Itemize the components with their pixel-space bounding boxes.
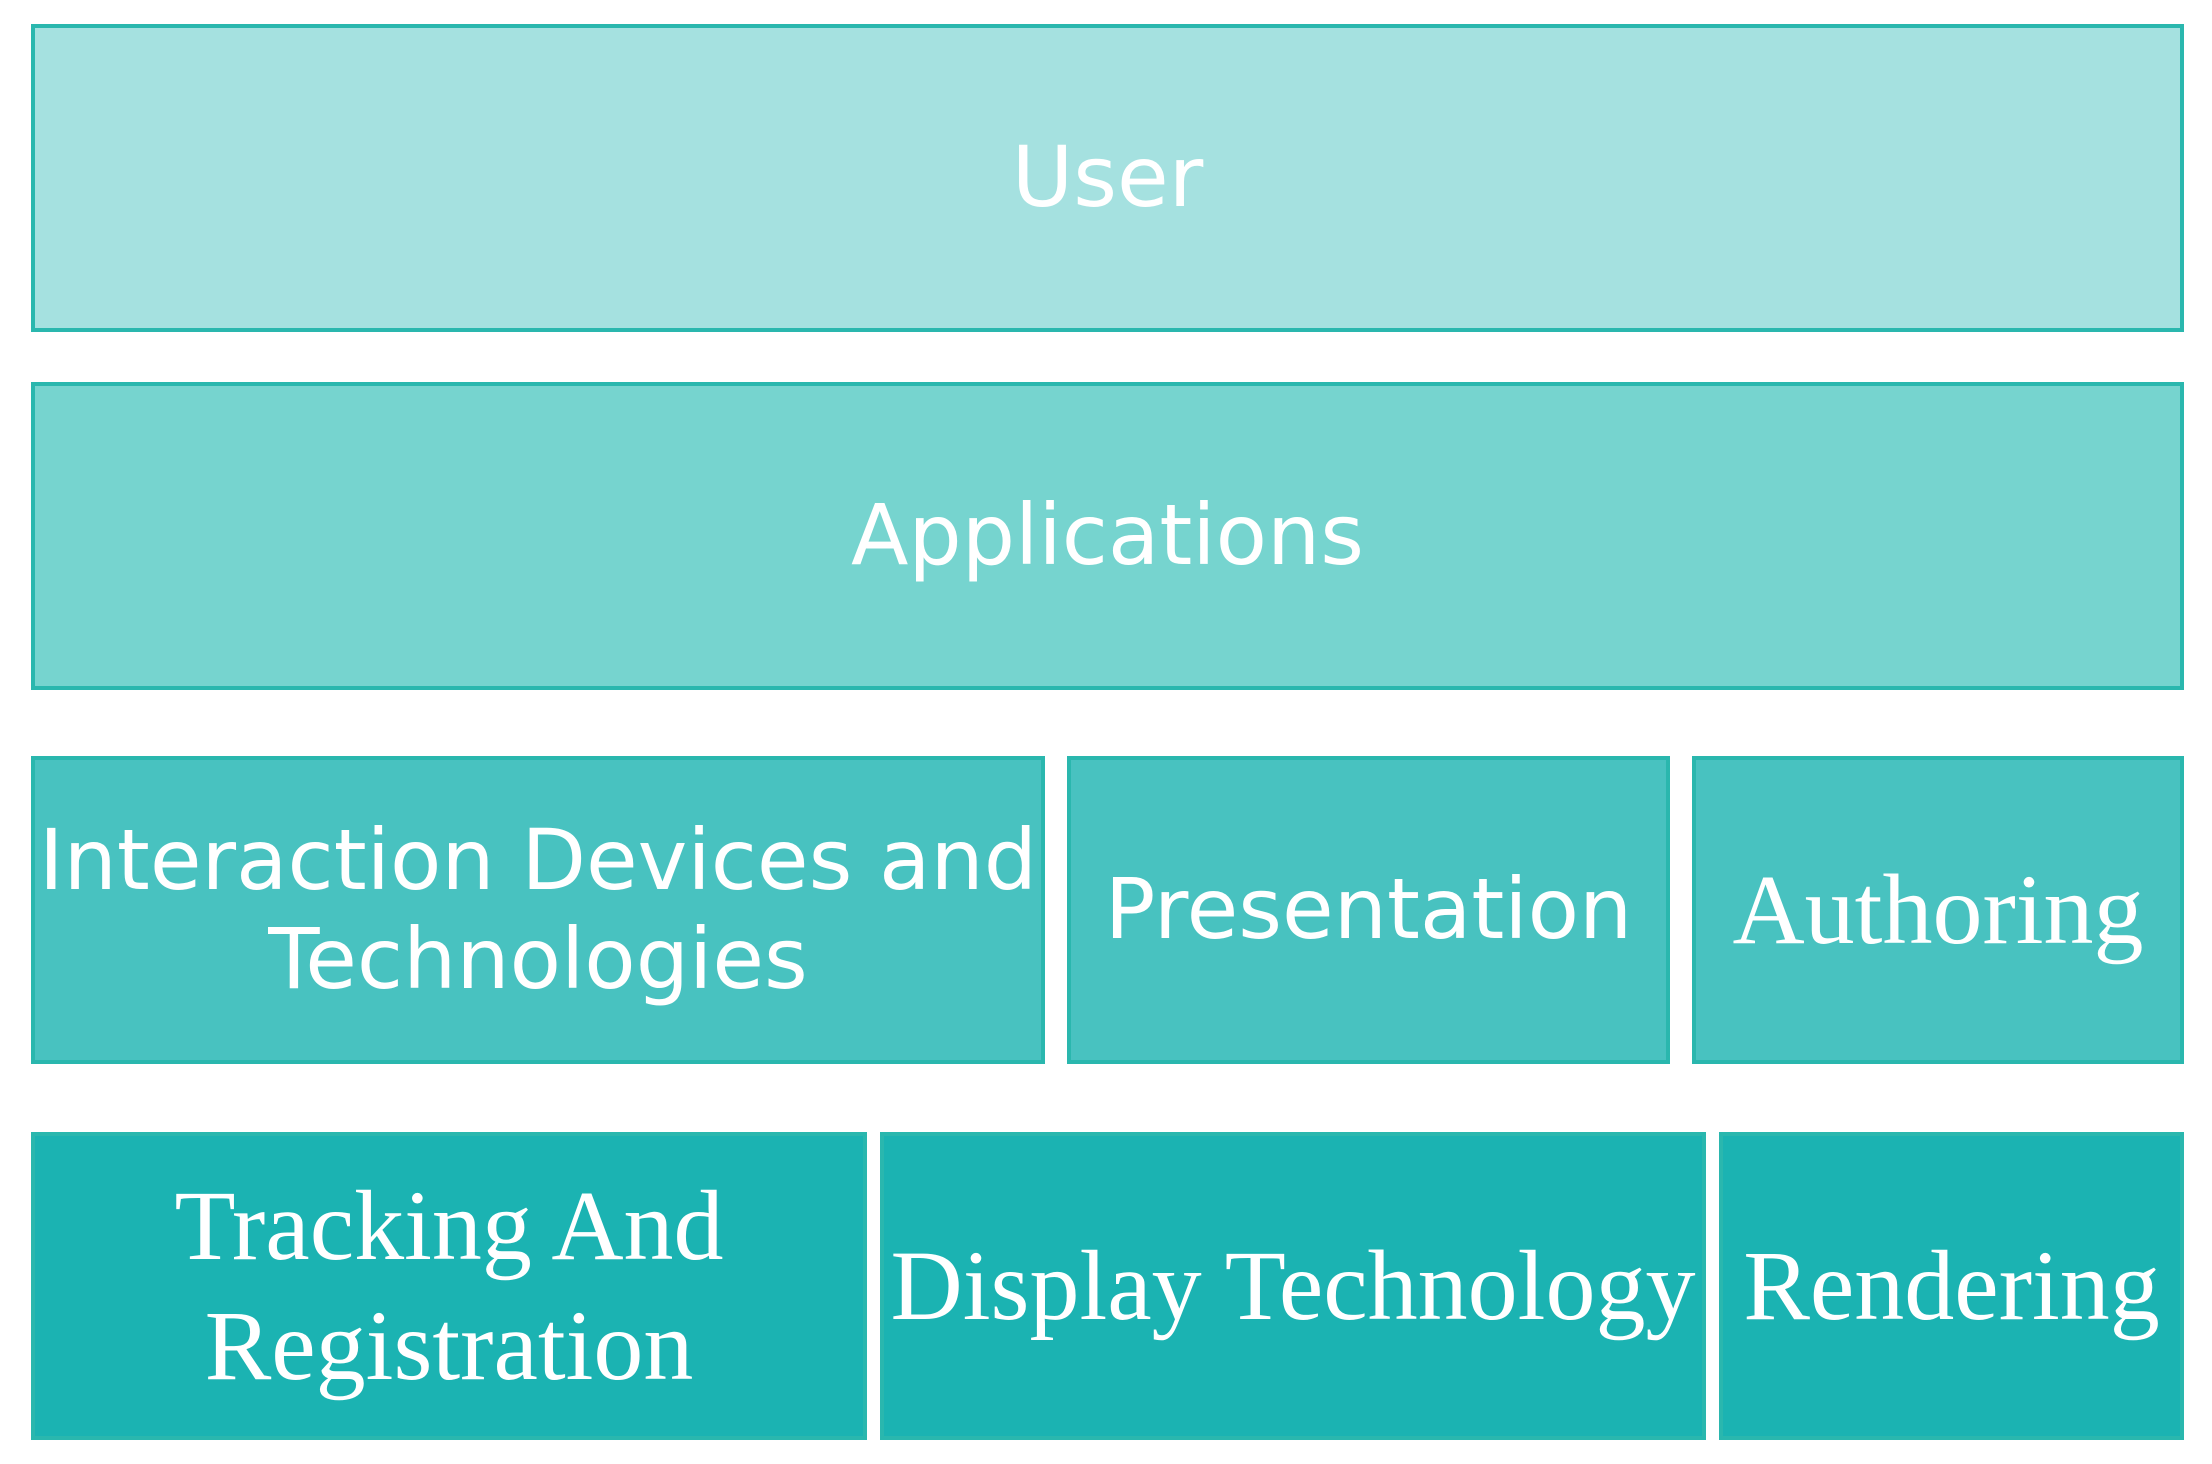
interaction-devices-box: Interaction Devices and Technologies bbox=[31, 756, 1045, 1064]
rendering-label: Rendering bbox=[1743, 1230, 2160, 1341]
tracking-registration-label: Tracking And Registration bbox=[174, 1170, 724, 1401]
user-layer-box: User bbox=[31, 24, 2184, 332]
display-technology-box: Display Technology bbox=[880, 1132, 1706, 1440]
display-technology-label: Display Technology bbox=[890, 1230, 1696, 1341]
user-label: User bbox=[1011, 128, 1204, 227]
applications-label: Applications bbox=[850, 486, 1365, 585]
authoring-box: Authoring bbox=[1692, 756, 2184, 1064]
authoring-label: Authoring bbox=[1732, 854, 2144, 965]
applications-layer-box: Applications bbox=[31, 382, 2184, 690]
presentation-box: Presentation bbox=[1067, 756, 1670, 1064]
rendering-box: Rendering bbox=[1719, 1132, 2184, 1440]
interaction-devices-label: Interaction Devices and Technologies bbox=[38, 810, 1038, 1008]
presentation-label: Presentation bbox=[1104, 860, 1633, 959]
tracking-registration-box: Tracking And Registration bbox=[31, 1132, 867, 1440]
